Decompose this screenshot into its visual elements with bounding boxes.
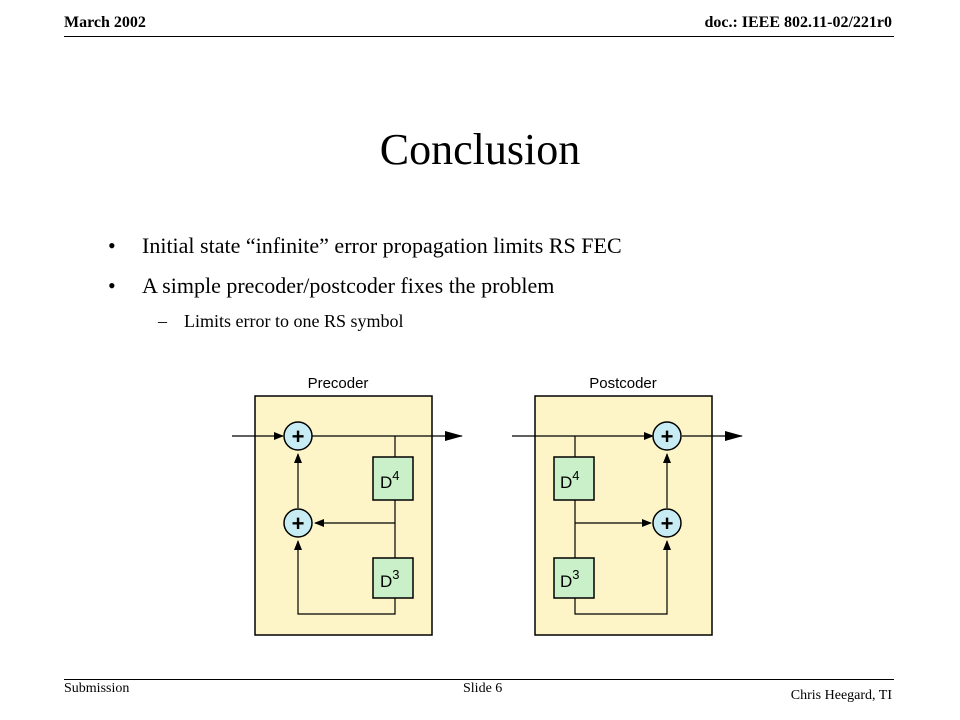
delay-d3-label: D3 [560,567,580,591]
footer-submission: Submission [64,681,130,696]
delay-d3-box [372,557,414,599]
sub-bullet-dash: – [158,311,167,331]
bullet-item: • Initial state “infinite” error propaga… [108,230,908,270]
feedback-loop-arrow [294,540,396,615]
sub-bullet-item: – Limits error to one RS symbol [108,306,908,336]
feedforward-loop-arrow [574,540,671,615]
adder-symbol: + [661,424,674,449]
slide-title: Conclusion [379,125,581,174]
bullet-item: • A simple precoder/postcoder fixes the … [108,270,908,310]
delay-d3-box [553,557,595,599]
sub-bullet-text: Limits error to one RS symbol [184,311,404,331]
bullet-text: A simple precoder/postcoder fixes the pr… [142,273,555,298]
delay-d4-box [372,456,414,501]
postcoder-box [534,395,713,636]
adder-circle [283,421,313,451]
delay-d4-box [553,456,595,501]
adder-circle [652,421,682,451]
adder-symbol: + [661,511,674,536]
bullet-dot: • [108,233,116,258]
adder-symbol: + [292,424,305,449]
precoder-label: Precoder [308,375,369,392]
precoder-box [254,395,433,636]
header-date: March 2002 [64,14,146,31]
bullet-text: Initial state “infinite” error propagati… [142,233,622,258]
postcoder-label: Postcoder [589,375,657,392]
footer-divider [64,679,894,680]
footer-author: Chris Heegard, TI [790,688,892,703]
footer-slide-number: Slide 6 [463,681,503,696]
postcoder-block: Postcoder + + D4 D3 [512,375,743,636]
precoder-block: Precoder + + D4 D3 [232,375,463,636]
delay-d3-label: D3 [380,567,400,591]
adder-symbol: + [292,511,305,536]
delay-d4-label: D4 [380,468,400,492]
header-divider [64,36,894,37]
bullet-dot: • [108,273,116,298]
adder-circle [283,508,313,538]
bullet-list: • Initial state “infinite” error propaga… [108,230,908,336]
header-doc-id: doc.: IEEE 802.11-02/221r0 [704,14,892,31]
adder-circle [652,508,682,538]
delay-d4-label: D4 [560,468,580,492]
